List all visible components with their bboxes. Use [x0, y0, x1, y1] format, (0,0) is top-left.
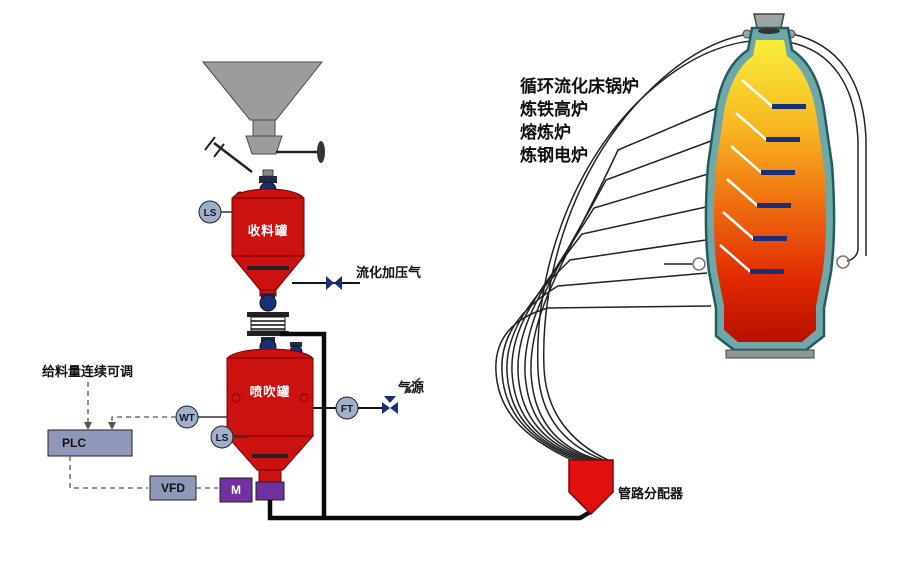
dome-valve-a	[259, 294, 277, 312]
plc-vfd-dash	[69, 456, 148, 489]
furnace-flame	[713, 40, 827, 342]
gas-arrow-head	[404, 385, 412, 394]
left-tuyere-hook	[692, 257, 706, 271]
burner-bars	[750, 104, 806, 274]
control-loop: 给料量连续可调 PLC VFD M	[42, 364, 285, 503]
furnace	[692, 13, 850, 359]
tank2-nozzle-left	[231, 393, 241, 403]
inlet-valve-cap	[262, 169, 274, 177]
feed-note-label: 给料量连续可调	[42, 364, 133, 379]
ls2-instrument	[210, 425, 234, 449]
pipe-run-2	[501, 272, 708, 461]
vfd-box	[149, 475, 197, 501]
inlet-lance-flange-1	[204, 136, 216, 151]
injection-tank: 喷吹罐 WT LS	[175, 342, 315, 483]
hopper-cone	[201, 61, 324, 121]
tank2-outlet	[258, 469, 282, 483]
feed-note-arrow	[84, 422, 92, 430]
receiving-tank-label: 收料罐	[248, 223, 289, 238]
fluidizing-gas-label: 流化加压气	[356, 265, 421, 280]
injection-tank-label: 喷吹罐	[250, 384, 291, 399]
pipe-run-5	[517, 173, 709, 461]
tank2-shell	[226, 357, 314, 437]
wt-label: WT	[179, 413, 195, 424]
wt-plc-dash	[111, 416, 176, 424]
pipe-run-7	[530, 107, 718, 461]
gas-source-label: 气源	[398, 380, 424, 395]
tank1-shell	[231, 197, 305, 257]
hopper-neck	[245, 135, 283, 155]
fluidizing-valve-right	[334, 276, 342, 290]
pipe-run-8	[536, 39, 859, 461]
vfd-label: VFD	[161, 481, 185, 495]
application-item-3: 熔炼炉	[520, 122, 571, 142]
tank1-cone	[230, 255, 306, 291]
inlet-valve-body	[259, 176, 277, 183]
pipe-run-6	[524, 140, 712, 461]
main-transport-pipe	[267, 500, 592, 521]
gas-source-line: FT 气源	[313, 377, 424, 420]
application-item-4: 炼钢电炉	[520, 145, 588, 165]
tank1-cone-band	[247, 266, 289, 270]
furnace-base	[725, 349, 815, 359]
rotary-feeder	[255, 481, 285, 501]
ft-instrument	[335, 396, 359, 420]
ls1-label: LS	[204, 208, 217, 219]
receiving-tank: 收料罐 LS	[198, 169, 306, 297]
motor-label: M	[231, 483, 241, 497]
application-item-1: 循环流化床锅炉	[520, 76, 639, 96]
furnace-throat	[758, 28, 780, 34]
tank2-cone	[225, 435, 315, 471]
fluidizing-valve-left	[326, 276, 334, 290]
inlet-lance-pipe	[213, 142, 253, 173]
application-list: 循环流化床锅炉 炼铁高炉 熔炼炉 炼钢电炉	[520, 76, 639, 165]
pressure-balance-pipe	[280, 331, 327, 518]
fluidizing-gas-line: 流化加压气	[292, 265, 421, 290]
bellows-flange-bottom	[247, 331, 289, 336]
gas-valve-actuator	[384, 396, 396, 403]
plc-box	[47, 429, 133, 457]
motor-box	[219, 477, 253, 503]
transport-pipes	[267, 331, 592, 521]
distribution-pipes	[495, 31, 867, 461]
tank2-cone-band	[252, 454, 288, 458]
inter-tank-column	[247, 293, 289, 356]
tank2-nozzle-right	[299, 393, 309, 403]
pipe-run-9	[542, 31, 867, 461]
right-tuyere-hook	[836, 255, 850, 269]
tank2-top-valve-cap	[290, 342, 302, 347]
feed-hopper	[201, 61, 325, 173]
ft-label: FT	[341, 404, 353, 415]
gas-valve-left	[382, 402, 390, 414]
plc-label: PLC	[62, 436, 86, 450]
bellows-flange-top	[247, 312, 289, 317]
ls2-label: LS	[216, 433, 229, 444]
pipeline-distributor: 管路分配器	[568, 459, 684, 516]
inlet-lance-flange-2	[213, 143, 225, 158]
handwheel	[317, 141, 325, 163]
gas-valve-right	[390, 402, 398, 414]
ls1-instrument	[198, 200, 222, 224]
pipe-run-1	[495, 305, 712, 461]
application-item-2: 炼铁高炉	[520, 99, 588, 119]
wt-plc-arrow	[108, 422, 116, 430]
lance-guides	[719, 79, 775, 274]
gas-arrow-line	[408, 377, 421, 389]
distributor-body	[568, 459, 614, 516]
distributor-label: 管路分配器	[618, 486, 684, 501]
hopper-stem	[252, 119, 276, 137]
